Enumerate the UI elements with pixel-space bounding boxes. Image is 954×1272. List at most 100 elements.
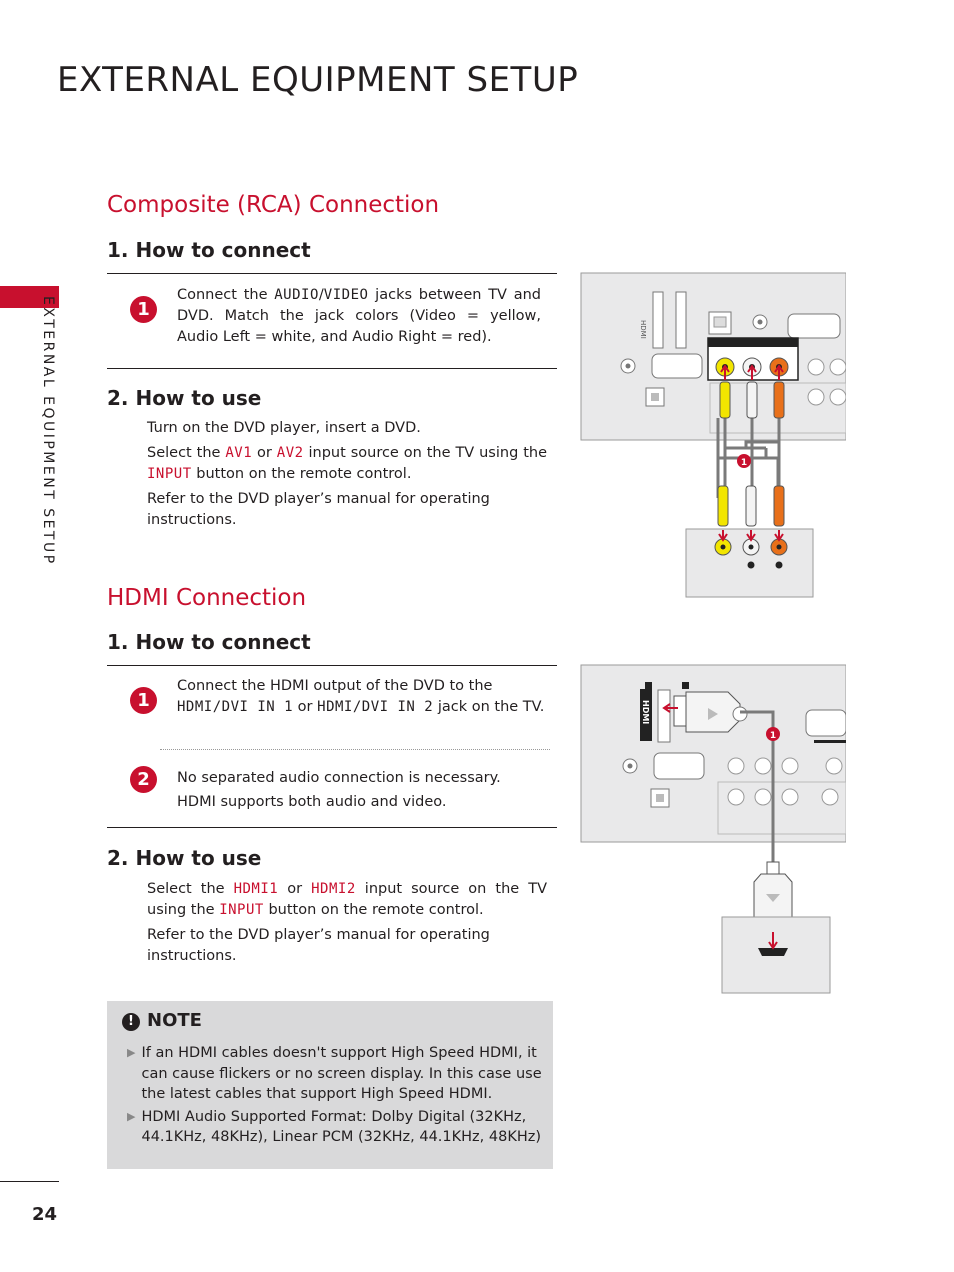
hdmi-in1-keyword: HDMI/DVI IN 1 (177, 699, 294, 715)
step-number-badge: 1 (130, 687, 157, 714)
insert-arrow-icon (774, 530, 784, 542)
use-line: Refer to the DVD player’s manual for ope… (147, 491, 490, 528)
dvd-dot (747, 561, 755, 569)
av-lower-block (717, 781, 846, 835)
port-marker (814, 740, 846, 743)
use-line: Refer to the DVD player’s manual for ope… (147, 927, 490, 964)
hdmi-plug-tip (766, 861, 780, 875)
composite-how-to-use-heading: 2. How to use (107, 386, 262, 410)
text-run: jacks between TV and DVD. Match the jack… (177, 287, 541, 345)
bullet-arrow-icon: ▶ (127, 1046, 136, 1059)
text-run: or (252, 445, 277, 461)
insert-arrow-icon (747, 364, 757, 380)
round-jack (825, 757, 843, 775)
cable-path (716, 418, 781, 498)
callout-badge (766, 727, 780, 741)
step-number-badge: 2 (130, 766, 157, 793)
text-run: Select the (147, 445, 226, 461)
text-run: input source on the TV using the (147, 881, 547, 918)
note-item-text: HDMI Audio Supported Format: Dolby Digit… (141, 1108, 542, 1146)
lan-port-inner (713, 316, 727, 328)
step-number-badge: 1 (130, 296, 157, 323)
av2-keyword: AV2 (276, 445, 304, 461)
text-run: Select the (147, 881, 234, 897)
hdmi-plug-arrow-icon (708, 708, 718, 720)
hdmi-how-to-connect-heading: 1. How to connect (107, 630, 311, 654)
port-marker (645, 682, 652, 689)
vga-port (651, 353, 703, 379)
round-jack-core (625, 363, 631, 369)
yellow-plug (717, 485, 729, 527)
round-jack (754, 788, 772, 806)
round-jack (727, 757, 745, 775)
composite-step1-text: Connect the AUDIO/VIDEO jacks between TV… (177, 285, 541, 348)
input-keyword: INPUT (219, 902, 264, 918)
round-jack (754, 757, 772, 775)
round-jack (781, 757, 799, 775)
hdmi-use-text: Select the HDMI1 or HDMI2 input source o… (147, 879, 547, 967)
use-line: Select the AV1 or AV2 input source on th… (147, 443, 547, 485)
round-jack (727, 788, 745, 806)
vga-port (787, 313, 841, 339)
dvd-dot (775, 561, 783, 569)
divider (107, 273, 557, 274)
text-run: Connect the HDMI output of the DVD to th… (177, 678, 493, 694)
dvd-hdmi-port (758, 948, 788, 956)
vga-port (805, 709, 846, 737)
page-number: 24 (32, 1204, 58, 1225)
av1-keyword: AV1 (225, 445, 253, 461)
audio-keyword: AUDIO (274, 287, 319, 303)
video-keyword: VIDEO (323, 287, 369, 303)
page-title: EXTERNAL EQUIPMENT SETUP (57, 60, 579, 100)
hdmi-port-label: HDMI (641, 700, 650, 724)
text-run: / (318, 287, 324, 303)
note-item: ▶ If an HDMI cables doesn't support High… (127, 1043, 542, 1105)
hdmi-port (657, 689, 671, 743)
composite-section-title: Composite (RCA) Connection (107, 192, 440, 218)
red-plug (773, 485, 785, 527)
hdmi-step1-text: Connect the HDMI output of the DVD to th… (177, 676, 549, 718)
hdmi-label-bar (640, 689, 652, 741)
composite-connection-diagram: HDMI 1 (580, 272, 846, 598)
round-jack (829, 358, 846, 376)
text-run: or (278, 881, 312, 897)
round-jack (807, 388, 825, 406)
port-marker (682, 682, 689, 689)
hdmi1-keyword: HDMI1 (233, 881, 279, 897)
hdmi2-keyword: HDMI2 (311, 881, 356, 897)
divider (107, 827, 557, 828)
side-section-label: EXTERNAL EQUIPMENT SETUP (40, 296, 56, 566)
hdmi-how-to-use-heading: 2. How to use (107, 846, 262, 870)
hdmi-section-title: HDMI Connection (107, 585, 307, 611)
hdmi-connection-diagram: HDMI 1 (580, 664, 846, 994)
composite-use-text: Turn on the DVD player, insert a DVD. Se… (147, 418, 547, 531)
side-tab-marker (0, 286, 59, 308)
text-run: or (293, 699, 318, 715)
hdmi-port (652, 291, 664, 349)
hdmi-cable (740, 710, 775, 862)
callout-number: 1 (770, 731, 776, 741)
round-jack-core (757, 319, 763, 325)
hdmi-port (675, 291, 687, 349)
insert-arrow-icon (746, 530, 756, 542)
text-run: input source on the TV using the (303, 445, 548, 461)
step2-line: No separated audio connection is necessa… (177, 770, 501, 786)
round-jack-core (627, 763, 633, 769)
white-plug (745, 485, 757, 527)
yellow-plug (719, 381, 731, 419)
text-run: button on the remote control. (191, 466, 412, 482)
dotted-divider (160, 749, 550, 750)
optical-port-inner (651, 393, 659, 401)
hdmi-plug-arrow-icon (766, 894, 780, 902)
footer-rule (0, 1181, 59, 1182)
insert-arrow-icon (768, 932, 778, 950)
text-run: jack on the TV. (433, 699, 545, 715)
text-run: Connect the (177, 287, 275, 303)
divider (107, 665, 557, 666)
jack-core (720, 544, 726, 550)
note-box: ! NOTE ▶ If an HDMI cables doesn't suppo… (107, 1001, 553, 1169)
step2-line: HDMI supports both audio and video. (177, 794, 447, 810)
input-keyword: INPUT (147, 466, 192, 482)
rca-cable-bundle (716, 418, 781, 498)
bullet-arrow-icon: ▶ (127, 1109, 136, 1123)
